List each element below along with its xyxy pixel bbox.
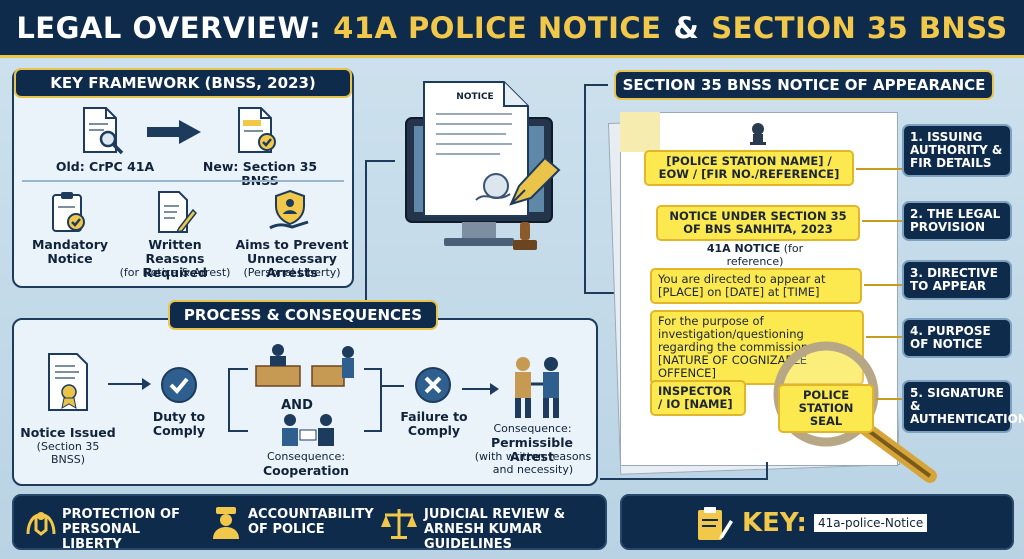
document-check-icon xyxy=(238,107,276,153)
gavel-stamp-icon xyxy=(513,222,537,250)
connector-2 xyxy=(365,160,367,302)
process-heading: PROCESS & CONSEQUENCES xyxy=(168,300,438,330)
tag-legal-provision: 2. THE LEGAL PROVISION xyxy=(902,201,1012,241)
x-circle-icon xyxy=(415,367,451,403)
key-label: KEY: xyxy=(742,508,807,538)
clipboard-pen-icon xyxy=(698,507,733,540)
notice-ribbon-icon xyxy=(48,353,88,411)
written-reasons-sub: (for Notice & Arrest) xyxy=(119,266,231,279)
notice-heading: SECTION 35 BNSS NOTICE OF APPEARANCE xyxy=(614,70,994,100)
connector-8 xyxy=(766,462,768,480)
merge-line xyxy=(380,368,382,432)
and-label: AND xyxy=(281,398,313,413)
arrow-right-icon xyxy=(147,120,201,144)
emblem-icon xyxy=(750,123,766,145)
arrow-line-2 xyxy=(382,385,404,387)
title-bar: LEGAL OVERVIEW: 41A POLICE NOTICE & SECT… xyxy=(0,0,1024,58)
branch-bottom xyxy=(228,430,248,432)
connector-6 xyxy=(584,292,614,294)
tag-line-3 xyxy=(864,284,902,286)
purpose-box: For the purpose of investigation/questio… xyxy=(650,310,864,385)
prevent-arrests-label: Aims to Prevent Unnecessary Arrests xyxy=(235,237,349,280)
arrest-sub: (with written reasons and necessity) xyxy=(474,450,592,476)
prevent-arrests-sub: (Personal Liberty) xyxy=(243,266,341,279)
connector-5 xyxy=(584,84,608,86)
failure-label: Failure to Comply xyxy=(400,409,468,438)
tag-signature: 5. SIGNATURE & AUTHENTICATION xyxy=(902,380,1024,433)
framework-divider xyxy=(22,180,344,182)
branch-top xyxy=(228,368,248,370)
old-law-label: Old: CrPC 41A xyxy=(55,159,155,174)
directive-box: You are directed to appear at [PLACE] on… xyxy=(650,268,862,304)
tag-issuing-authority: 1. ISSUING AUTHORITY & FIR DETAILS xyxy=(902,124,1012,177)
title-part-2: 41A POLICE NOTICE xyxy=(333,10,662,45)
arrest-label: Permissible Arrest xyxy=(491,435,573,464)
document-search-icon xyxy=(83,107,124,155)
officials-desk-icon xyxy=(255,344,354,387)
shield-hand-icon xyxy=(269,189,309,230)
checkmark-circle-icon xyxy=(161,367,197,403)
scales-icon xyxy=(381,509,417,539)
tag-line-4 xyxy=(866,336,902,338)
tag-purpose: 4. PURPOSE OF NOTICE xyxy=(902,318,1012,358)
tag-line-1 xyxy=(856,168,902,170)
cooperation-prefix: Consequence: xyxy=(266,450,346,463)
key-value: 41a-police-Notice xyxy=(814,514,928,534)
arrest-icon xyxy=(515,357,559,418)
new-law-label: New: Section 35 BNSS xyxy=(202,159,318,188)
reference-rest: (for reference) xyxy=(726,242,804,268)
connector-3 xyxy=(365,160,395,162)
connector-4 xyxy=(584,84,586,294)
connector-7 xyxy=(600,478,768,480)
cooperation-label: Cooperation xyxy=(262,463,350,478)
fountain-pen-icon xyxy=(509,156,561,206)
mandatory-notice-label: Mandatory Notice xyxy=(31,237,109,266)
hands-protect-icon xyxy=(26,512,56,536)
footer-principles xyxy=(12,494,607,550)
title-part-3: & xyxy=(673,10,700,45)
framework-heading: KEY FRAMEWORK (BNSS, 2023) xyxy=(14,68,352,98)
written-reasons-label: Written Reasons Required xyxy=(143,237,207,280)
footer-liberty: PROTECTION OF PERSONAL LIBERTY xyxy=(62,507,180,552)
arrow-head-1 xyxy=(142,378,151,390)
arrow-head-3 xyxy=(490,383,499,395)
station-details-box: [POLICE STATION NAME] / EOW / [FIR NO./R… xyxy=(644,150,854,186)
footer-judicial: JUDICIAL REVIEW & ARNESH KUMAR GUIDELINE… xyxy=(424,507,566,552)
notice-doc-title: NOTICE xyxy=(456,92,494,102)
legal-provision-box: NOTICE UNDER SECTION 35 OF BNS SANHITA, … xyxy=(656,205,860,241)
merge-top xyxy=(364,368,382,370)
arrow-line-3 xyxy=(462,388,492,390)
arrest-prefix: Consequence: xyxy=(493,422,572,435)
clipboard-check-icon xyxy=(52,192,85,232)
notice-document-icon xyxy=(423,81,529,217)
reference-bold: 41A NOTICE xyxy=(706,242,781,255)
tag-line-2 xyxy=(862,220,902,222)
title-part-1: LEGAL OVERVIEW: xyxy=(16,10,322,45)
title-part-4: SECTION 35 BNSS xyxy=(711,10,1008,45)
framework-panel xyxy=(12,68,354,288)
tag-directive: 3. DIRECTIVE TO APPEAR xyxy=(902,260,1012,300)
duty-to-comply-label: Duty to Comply xyxy=(152,409,206,438)
signatory-box: INSPECTOR / IO [NAME] xyxy=(650,380,746,416)
notice-issued-label: Notice Issued xyxy=(20,425,116,440)
paper-fold xyxy=(620,112,660,152)
tag-line-5 xyxy=(876,398,902,400)
cooperation-people-icon xyxy=(282,414,334,446)
branch-line xyxy=(228,368,230,432)
merge-bottom xyxy=(364,430,382,432)
reference-line: 41A NOTICE (for reference) xyxy=(680,242,830,268)
notice-issued-sub: (Section 35 BNSS) xyxy=(36,440,100,466)
seal-box: POLICE STATION SEAL xyxy=(778,384,874,433)
footer-accountability: ACCOUNTABILITY OF POLICE xyxy=(248,507,374,537)
arrow-line-1 xyxy=(108,383,144,385)
document-pen-icon xyxy=(158,191,197,234)
police-officer-icon xyxy=(213,507,239,539)
